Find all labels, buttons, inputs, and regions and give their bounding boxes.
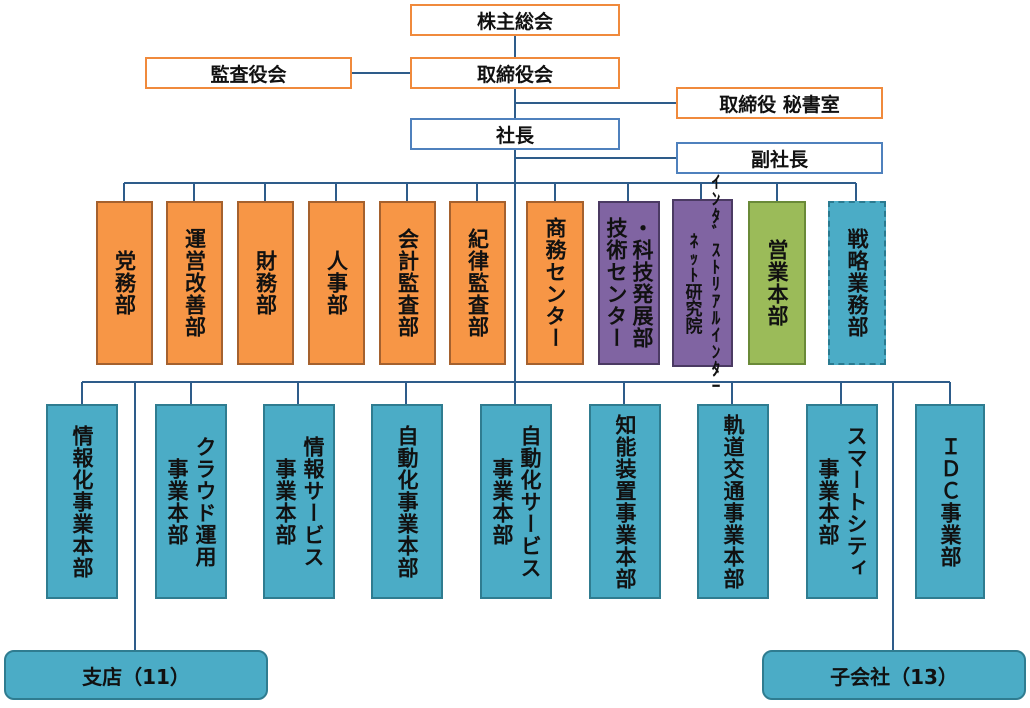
shareholders-meeting-box: 株主総会 [410, 4, 620, 36]
business-unit-box: ＩＤＣ事業部 [915, 404, 985, 599]
department-box: 紀律監査部 [449, 201, 506, 365]
audit-board-box: 監査役会 [145, 57, 352, 89]
business-unit-box: スマートシティ 事業本部 [806, 404, 878, 599]
business-unit-box: 軌道交通事業本部 [697, 404, 769, 599]
branches-box: 支店（11） [4, 650, 268, 700]
department-box: 営業本部 [748, 201, 806, 365]
department-box: 党務部 [96, 201, 153, 365]
department-box: 運営改善部 [166, 201, 223, 365]
department-box: 人事部 [308, 201, 365, 365]
department-box: ｲﾝﾀﾞｽﾄﾘｱﾙｲﾝﾀｰ ﾈｯﾄ研究院 [672, 173, 733, 394]
business-unit-box: 自動化サービス 事業本部 [480, 404, 552, 599]
business-unit-box: 情報化事業本部 [46, 404, 118, 599]
secretariat-box: 取締役 秘書室 [676, 87, 883, 119]
department-box: ・科技発展部 技術センター [598, 201, 660, 365]
department-box: 財務部 [237, 201, 294, 365]
business-unit-box: クラウド運用 事業本部 [155, 404, 227, 599]
board-of-directors-box: 取締役会 [410, 57, 620, 89]
president-box: 社長 [410, 118, 620, 150]
vice-president-box: 副社長 [676, 142, 883, 174]
department-box: 会計監査部 [379, 201, 436, 365]
business-unit-box: 知能装置事業本部 [589, 404, 661, 599]
department-box: 商務センター [526, 201, 584, 365]
business-unit-box: 自動化事業本部 [371, 404, 443, 599]
department-box: 戦略業務部 [828, 201, 886, 365]
subsidiaries-box: 子会社（13） [762, 650, 1026, 700]
business-unit-box: 情報サービス 事業本部 [263, 404, 335, 599]
